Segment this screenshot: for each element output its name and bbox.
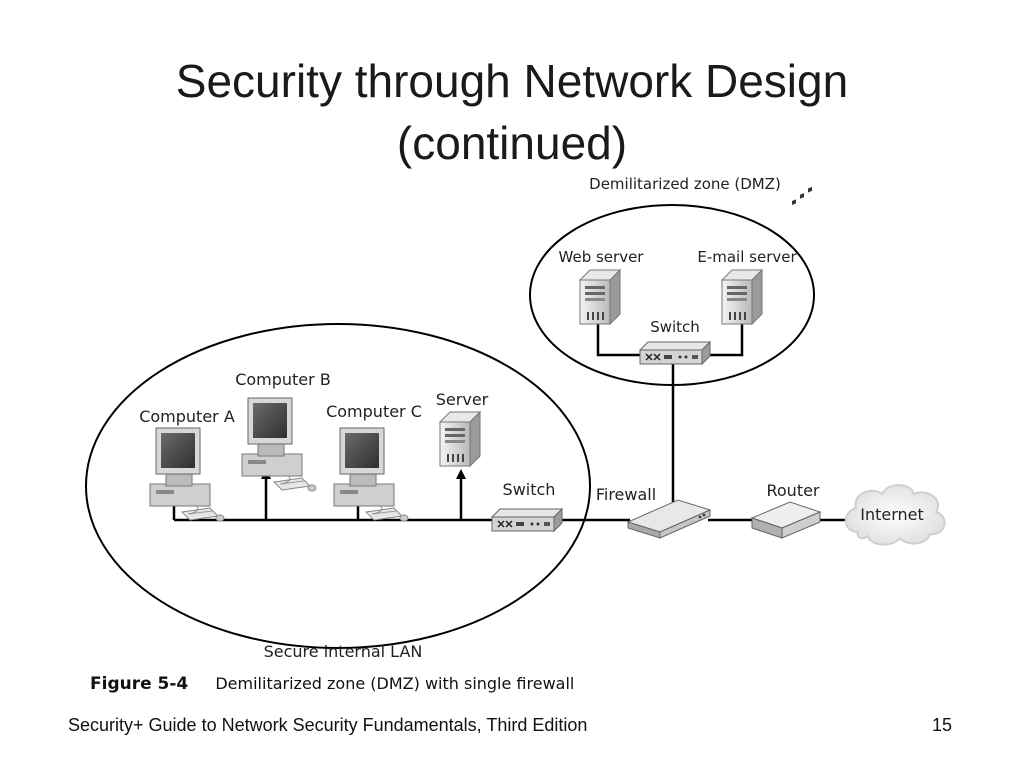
figure-caption: Figure 5-4 Demilitarized zone (DMZ) with… xyxy=(90,674,574,694)
computer-a-icon xyxy=(149,427,225,522)
computer-a-label: Computer A xyxy=(139,407,235,426)
lan-switch-icon xyxy=(491,508,563,532)
lan-zone-label: Secure internal LAN xyxy=(264,642,423,661)
page-number: 15 xyxy=(931,715,952,735)
internet-label: Internet xyxy=(860,505,924,524)
dmz-switch-label: Switch xyxy=(650,318,700,336)
lan-zone xyxy=(85,323,591,649)
firewall-label: Firewall xyxy=(596,485,656,504)
computer-b-icon xyxy=(241,397,317,492)
title-line-1: Security through Network Design xyxy=(175,55,849,107)
server-label: Server xyxy=(436,390,489,409)
computer-b-label: Computer B xyxy=(235,370,331,389)
dmz-zone-label: Demilitarized zone (DMZ) xyxy=(589,175,781,193)
router-icon xyxy=(750,186,822,539)
slide-title: Security through Network Design (continu… xyxy=(0,50,1024,174)
email-server-icon xyxy=(721,269,763,325)
dmz-switch-icon xyxy=(639,341,711,365)
lan-switch-label: Switch xyxy=(503,480,556,499)
internet-cloud-icon xyxy=(844,484,946,546)
figure-number: Figure 5-4 xyxy=(90,674,189,694)
dmz-email-link xyxy=(710,316,744,357)
title-line-2: (continued) xyxy=(396,117,628,169)
router-label: Router xyxy=(766,481,819,500)
computer-c-icon xyxy=(333,427,409,522)
figure-caption-text: Demilitarized zone (DMZ) with single fir… xyxy=(215,674,575,693)
firewall-icon xyxy=(626,499,712,539)
web-server-label: Web server xyxy=(559,248,645,266)
email-server-label: E-mail server xyxy=(697,248,797,266)
dmz-web-link xyxy=(596,316,640,357)
computer-c-label: Computer C xyxy=(326,402,422,421)
footer-book-title: Security+ Guide to Network Security Fund… xyxy=(68,715,588,735)
server-icon xyxy=(439,411,481,467)
web-server-icon xyxy=(579,269,621,325)
